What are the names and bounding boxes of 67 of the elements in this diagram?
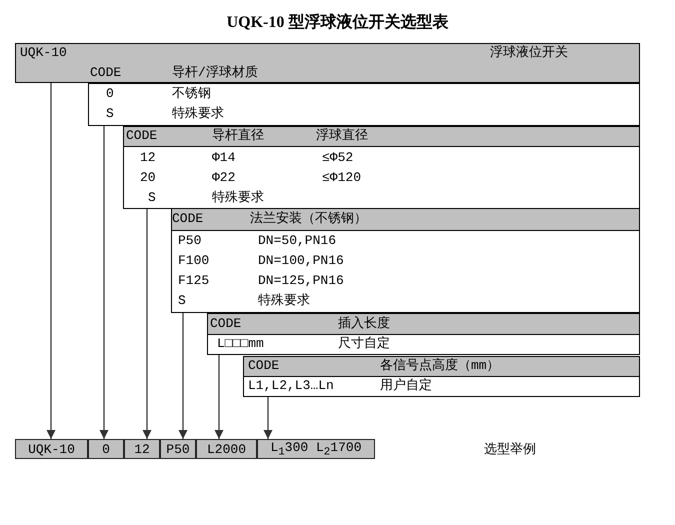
option-text: F100: [178, 253, 210, 269]
option-text: S: [148, 190, 156, 206]
header-text: CODE: [210, 316, 242, 332]
option-text: S: [178, 293, 186, 309]
header-text: CODE: [126, 128, 158, 144]
option-text: 12: [140, 150, 156, 166]
example-cell: [88, 439, 124, 459]
option-text: 尺寸自定: [338, 336, 390, 352]
arrow: [46, 83, 56, 439]
header-band: [171, 208, 640, 231]
header-band: [15, 43, 640, 83]
header-text: UQK-10: [20, 45, 67, 61]
title: UQK-10 型浮球液位开关选型表: [226, 12, 450, 33]
arrow: [264, 397, 272, 439]
option-text: 用户自定: [380, 378, 432, 394]
option-text: 特殊要求: [212, 190, 264, 206]
header-band: [123, 126, 640, 147]
arrow: [100, 126, 108, 439]
cell-text: L$_{1}$300 L$_{2}$1700: [270, 440, 362, 458]
option-panel: [243, 376, 640, 397]
option-text: 特殊要求: [172, 106, 224, 122]
header-text: 浮球液位开关: [490, 45, 568, 61]
option-text: ≤Φ52: [322, 150, 354, 166]
option-panel: [88, 83, 640, 126]
example-cell: [257, 439, 375, 459]
option-text: 特殊要求: [258, 293, 310, 309]
cell-text: 12: [134, 442, 150, 456]
header-text: 导杆/浮球材质: [172, 65, 258, 81]
cell-text: L2000: [206, 442, 246, 456]
option-text: 0: [106, 86, 114, 102]
example-cell: [124, 439, 160, 459]
arrow: [214, 355, 224, 439]
header-text: 浮球直径: [316, 128, 368, 144]
option-panel: [207, 334, 640, 355]
option-text: L□□□mm: [217, 336, 264, 352]
option-text: F125: [178, 273, 210, 289]
option-text: ≤Φ120: [322, 170, 362, 186]
option-text: DN=125,PN16: [258, 273, 344, 289]
header-text: 各信号点高度（mm）: [380, 358, 500, 374]
arrow: [178, 313, 188, 439]
option-text: L1,L2,L3…Ln: [248, 378, 334, 394]
option-text: Φ14: [212, 150, 236, 166]
arrow: [142, 209, 152, 439]
header-text: CODE: [248, 358, 280, 374]
option-text: Φ22: [212, 170, 236, 186]
option-text: P50: [178, 233, 202, 249]
cell-text: UQK-10: [28, 442, 75, 456]
header-text: 法兰安装（不锈钢）: [250, 211, 367, 227]
header-text: 导杆直径: [212, 128, 264, 144]
option-panel: [123, 146, 640, 209]
option-text: 20: [140, 170, 156, 186]
option-text: S: [106, 106, 114, 122]
option-text: DN=100,PN16: [258, 253, 344, 269]
header-band: [207, 313, 640, 335]
header-text: CODE: [90, 65, 122, 81]
cell-text: 0: [102, 442, 110, 456]
option-text: DN=50,PN16: [258, 233, 336, 249]
example-cell: [15, 439, 88, 459]
option-text: 不锈钢: [172, 86, 211, 102]
example-cell: [196, 439, 257, 459]
cell-text: P50: [166, 442, 190, 456]
example-caption: 选型举例: [484, 441, 536, 458]
example-cell: [160, 439, 196, 459]
option-panel: [171, 230, 640, 313]
header-text: CODE: [172, 211, 204, 227]
header-text: 插入长度: [338, 316, 390, 332]
header-band: [243, 356, 640, 377]
